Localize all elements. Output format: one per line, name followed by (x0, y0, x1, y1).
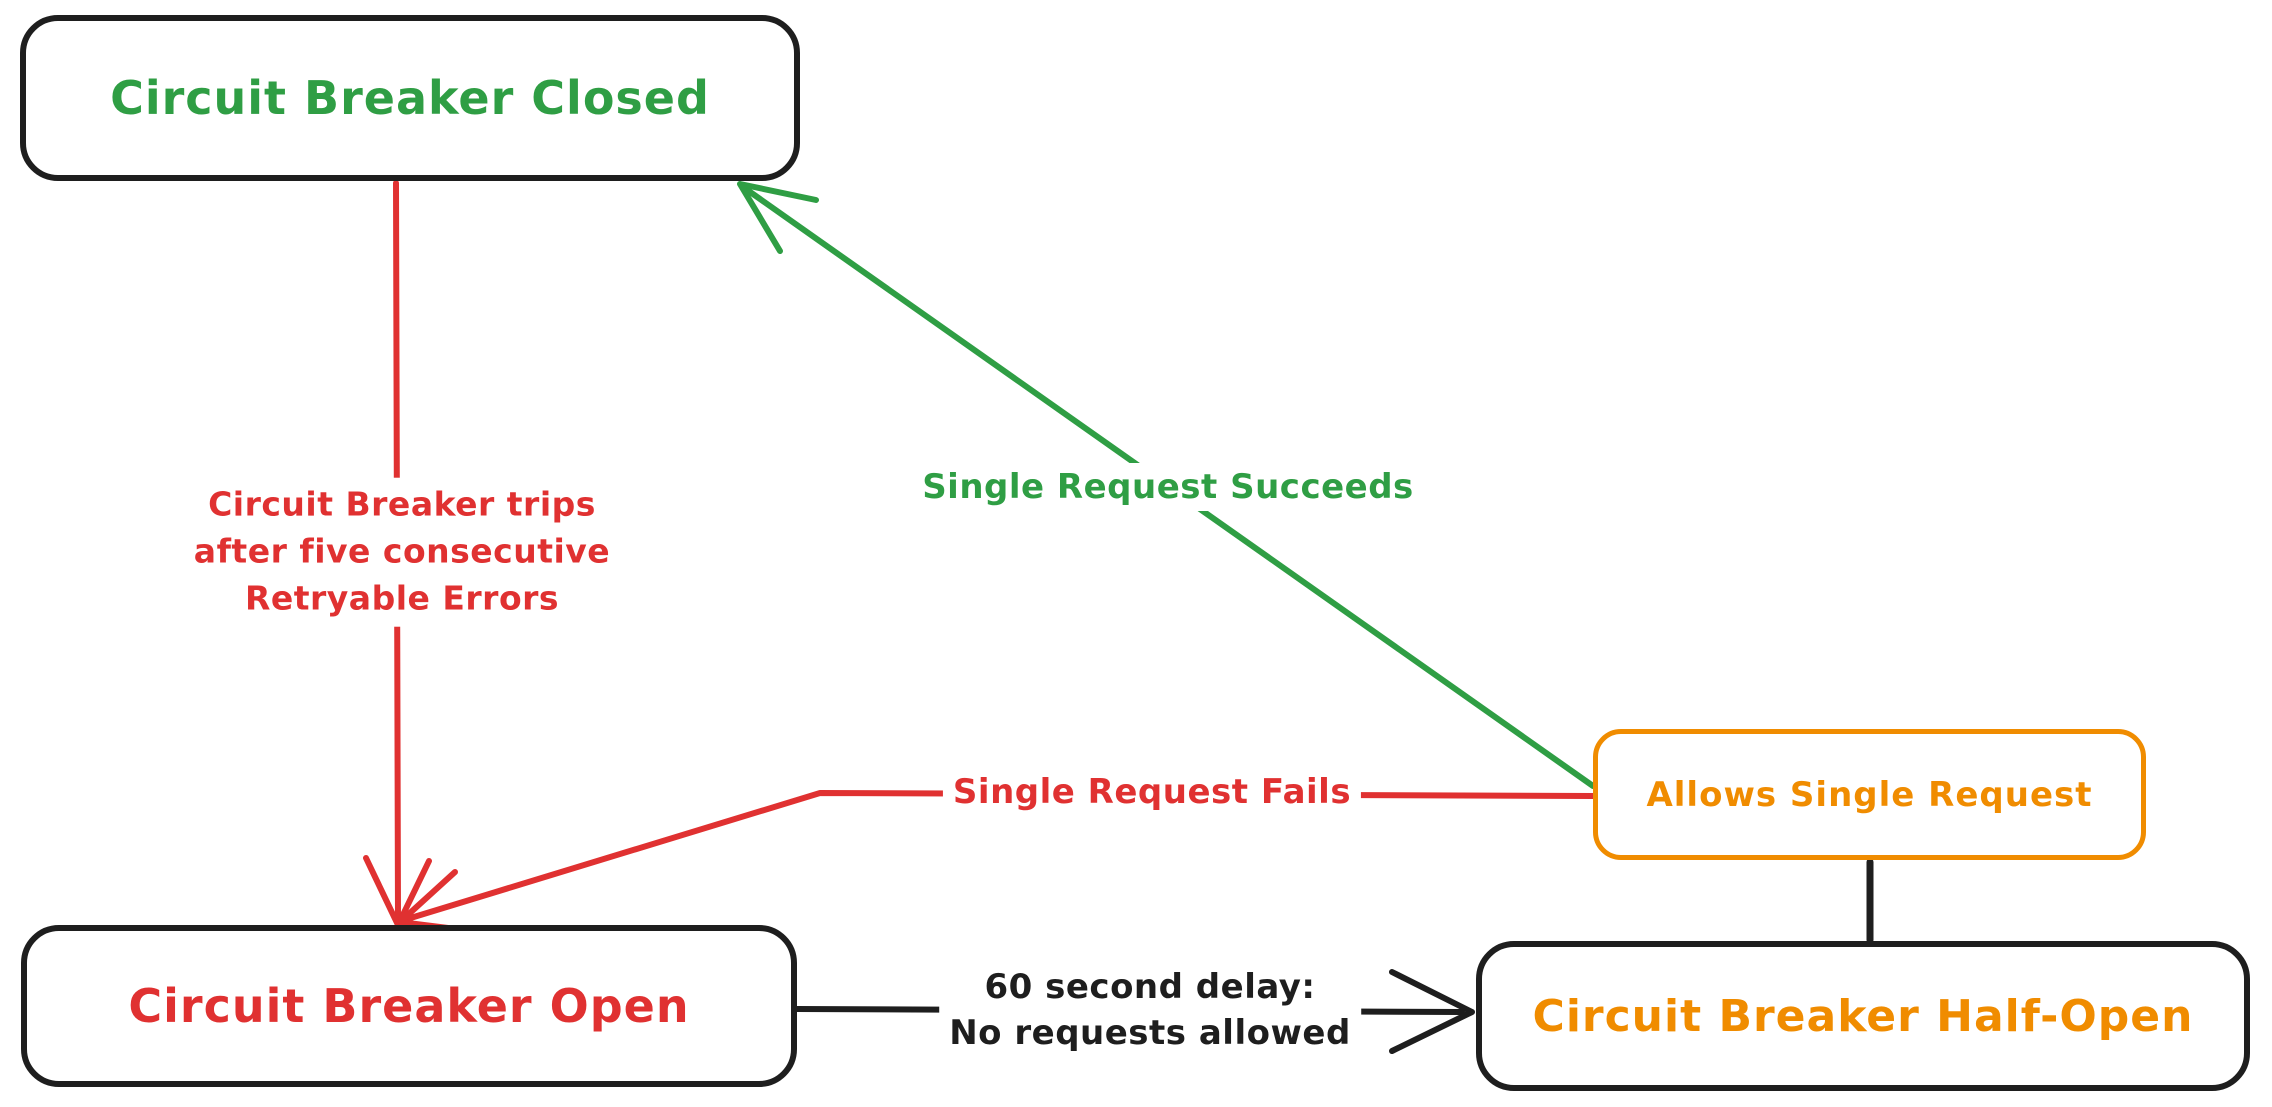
node-circuit-breaker-open: Circuit Breaker Open (21, 925, 797, 1087)
node-allows-single-request-label: Allows Single Request (1646, 774, 2093, 815)
edge-succeeds-arrowhead (737, 181, 819, 254)
edge-delay-arrowhead (1389, 969, 1475, 1054)
node-allows-single-request: Allows Single Request (1593, 729, 2146, 860)
node-circuit-breaker-half-open-label: Circuit Breaker Half-Open (1532, 990, 2194, 1042)
node-circuit-breaker-closed-label: Circuit Breaker Closed (110, 71, 710, 125)
node-circuit-breaker-closed: Circuit Breaker Closed (20, 15, 800, 181)
node-circuit-breaker-half-open: Circuit Breaker Half-Open (1476, 941, 2250, 1091)
edge-label-fails: Single Request Fails (942, 768, 1362, 816)
edge-trips-arrowhead (363, 855, 432, 928)
node-circuit-breaker-open-label: Circuit Breaker Open (128, 979, 690, 1033)
edge-label-succeeds: Single Request Succeeds (912, 463, 1424, 511)
edge-label-delay: 60 second delay: No requests allowed (939, 961, 1361, 1061)
edge-label-trips: Circuit Breaker trips after five consecu… (183, 477, 621, 627)
